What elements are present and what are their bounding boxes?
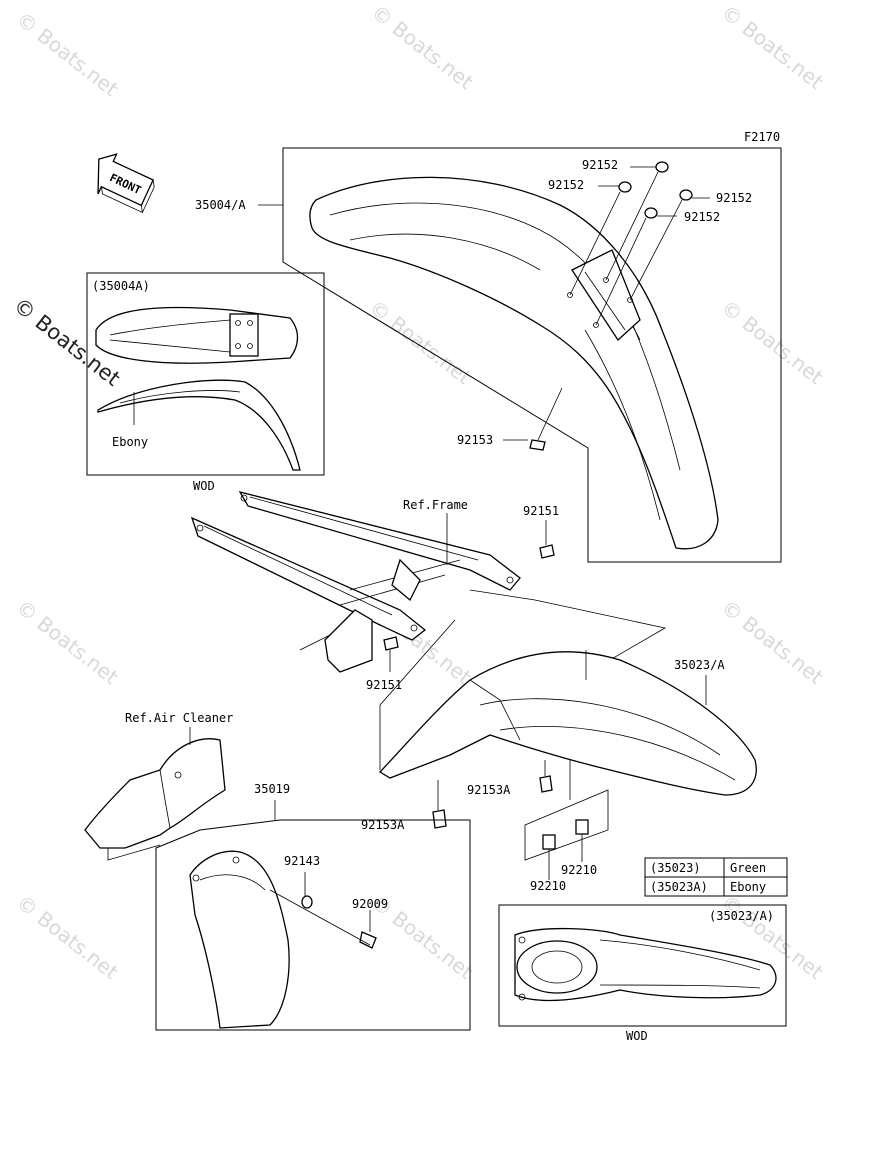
label-ebony: Ebony	[112, 435, 148, 449]
color-table-color: Green	[730, 861, 766, 875]
color-table-part: (35023A)	[650, 880, 708, 894]
subframe	[190, 490, 667, 751]
inset-35023A-title: (35023/A)	[709, 909, 774, 923]
watermark: © Boats.net	[367, 0, 478, 94]
watermark: © Boats.net	[365, 295, 476, 389]
watermark: © Boats.net	[12, 7, 123, 101]
label-92152: 92152	[716, 191, 752, 205]
figure-code: F2170	[744, 130, 780, 144]
ref-frame-label: Ref.Frame	[403, 498, 468, 512]
watermark: © Boats.net	[717, 295, 828, 389]
label-35019: 35019	[254, 782, 290, 796]
inset-35023A: (35023/A)	[498, 904, 787, 1027]
front-arrow-icon: FRONT	[97, 153, 155, 214]
label-92152: 92152	[684, 210, 720, 224]
inset-35004A: (35004A) Ebony	[86, 272, 325, 476]
mud-flap	[189, 850, 290, 1029]
label-92210: 92210	[561, 863, 597, 877]
front-fender	[309, 176, 719, 550]
label-35023A: 35023/A	[674, 658, 725, 672]
label-92143: 92143	[284, 854, 320, 868]
ref-air-cleaner-label: Ref.Air Cleaner	[125, 711, 233, 725]
inset-35004A-title: (35004A)	[92, 279, 150, 293]
label-92210: 92210	[530, 879, 566, 893]
label-92153A: 92153A	[467, 783, 511, 797]
front-fender-group	[258, 147, 782, 563]
color-table-part: (35023)	[650, 861, 701, 875]
label-92151: 92151	[523, 504, 559, 518]
color-table: (35023) Green (35023A) Ebony	[644, 857, 788, 897]
label-92153A: 92153A	[361, 818, 405, 832]
label-wod-bottom: WOD	[626, 1029, 648, 1043]
mud-flap-group	[155, 819, 471, 1031]
label-35004A: 35004/A	[195, 198, 246, 212]
watermark: © Boats.net	[12, 595, 123, 689]
color-table-color: Ebony	[730, 880, 766, 894]
rear-fender	[378, 619, 757, 800]
watermark: © Boats.net	[717, 0, 828, 94]
label-92152: 92152	[582, 158, 618, 172]
label-92151: 92151	[366, 678, 402, 692]
label-92009: 92009	[352, 897, 388, 911]
watermark: © Boats.net	[717, 595, 828, 689]
label-92153: 92153	[457, 433, 493, 447]
air-cleaner-ref	[84, 727, 226, 861]
label-92152: 92152	[548, 178, 584, 192]
label-wod-top: WOD	[193, 479, 215, 493]
watermark: © Boats.net	[12, 890, 123, 984]
